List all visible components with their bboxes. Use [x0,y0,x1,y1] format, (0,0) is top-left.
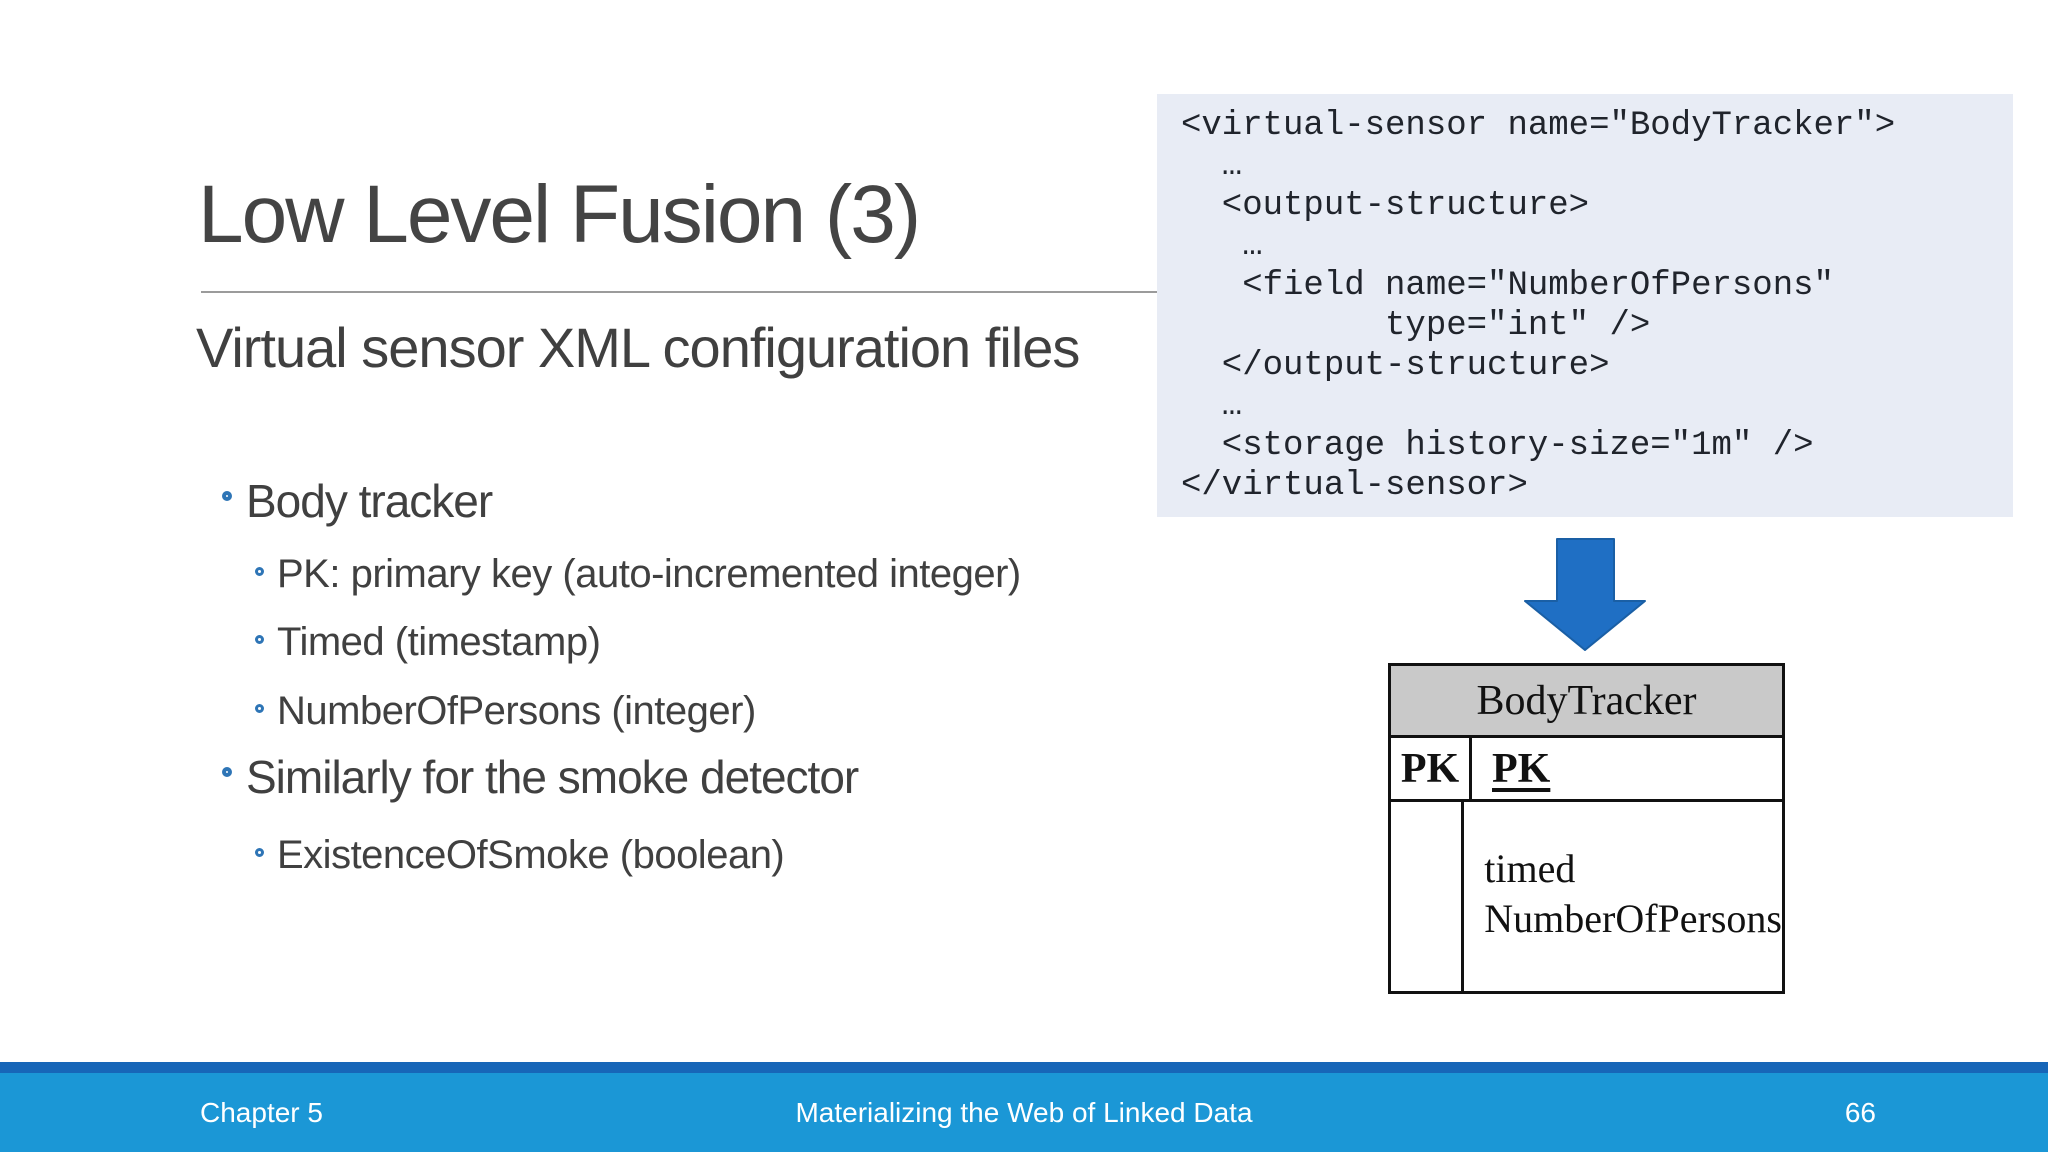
bullet-label: PK: primary key (auto-incremented intege… [277,552,1021,596]
pk-label-cell: PK [1391,738,1472,799]
field-numberofpersons: NumberOfPersons [1484,896,1782,941]
xml-code-panel: <virtual-sensor name="BodyTracker"> … <o… [1157,94,2013,517]
circle-bullet-icon [255,704,264,713]
fields-cell: timed NumberOfPersons [1464,802,1782,991]
table-row: timed NumberOfPersons [1391,802,1782,991]
pk-field-cell: PK [1472,738,1782,799]
empty-cell [1391,802,1465,991]
bullet-label: Body tracker [246,475,493,527]
bullet-item-timed: Timed (timestamp) [255,620,601,665]
table-row: PK PK [1391,738,1782,802]
footer-chapter-label: Chapter 5 [200,1097,323,1128]
bullet-label: Timed (timestamp) [277,620,601,664]
footer-page-number: 66 [1844,1097,1876,1128]
bodytracker-table: BodyTracker PK PK timed NumberOfPersons [1388,663,1785,994]
bullet-item-numberofpersons: NumberOfPersons (integer) [255,689,756,734]
down-arrow-icon [1524,538,1646,651]
bullet-item-body-tracker: Body tracker [222,474,493,528]
bullet-label: NumberOfPersons (integer) [277,689,756,733]
bullet-label: Similarly for the smoke detector [246,751,859,803]
footer-bar: Chapter 5 Materializing the Web of Linke… [0,1073,2048,1152]
xml-code: <virtual-sensor name="BodyTracker"> … <o… [1181,107,1896,505]
bullet-item-existenceofsmoke: ExistenceOfSmoke (boolean) [255,833,785,878]
circle-bullet-icon [222,491,232,501]
title-divider [201,291,1157,293]
circle-bullet-icon [255,635,264,644]
footer-accent-strip [0,1062,2048,1073]
table-title: BodyTracker [1391,666,1782,738]
footer-book-title: Materializing the Web of Linked Data [795,1097,1253,1128]
page-title: Low Level Fusion (3) [198,169,921,260]
circle-bullet-icon [255,567,264,576]
circle-bullet-icon [255,848,264,857]
field-timed: timed [1484,846,1576,891]
pk-field-text: PK [1492,745,1551,792]
bullet-item-smoke-detector: Similarly for the smoke detector [222,750,859,804]
circle-bullet-icon [222,767,232,777]
bullet-item-pk: PK: primary key (auto-incremented intege… [255,552,1021,597]
slide-subtitle: Virtual sensor XML configuration files [196,316,1080,379]
bullet-label: ExistenceOfSmoke (boolean) [277,833,785,877]
